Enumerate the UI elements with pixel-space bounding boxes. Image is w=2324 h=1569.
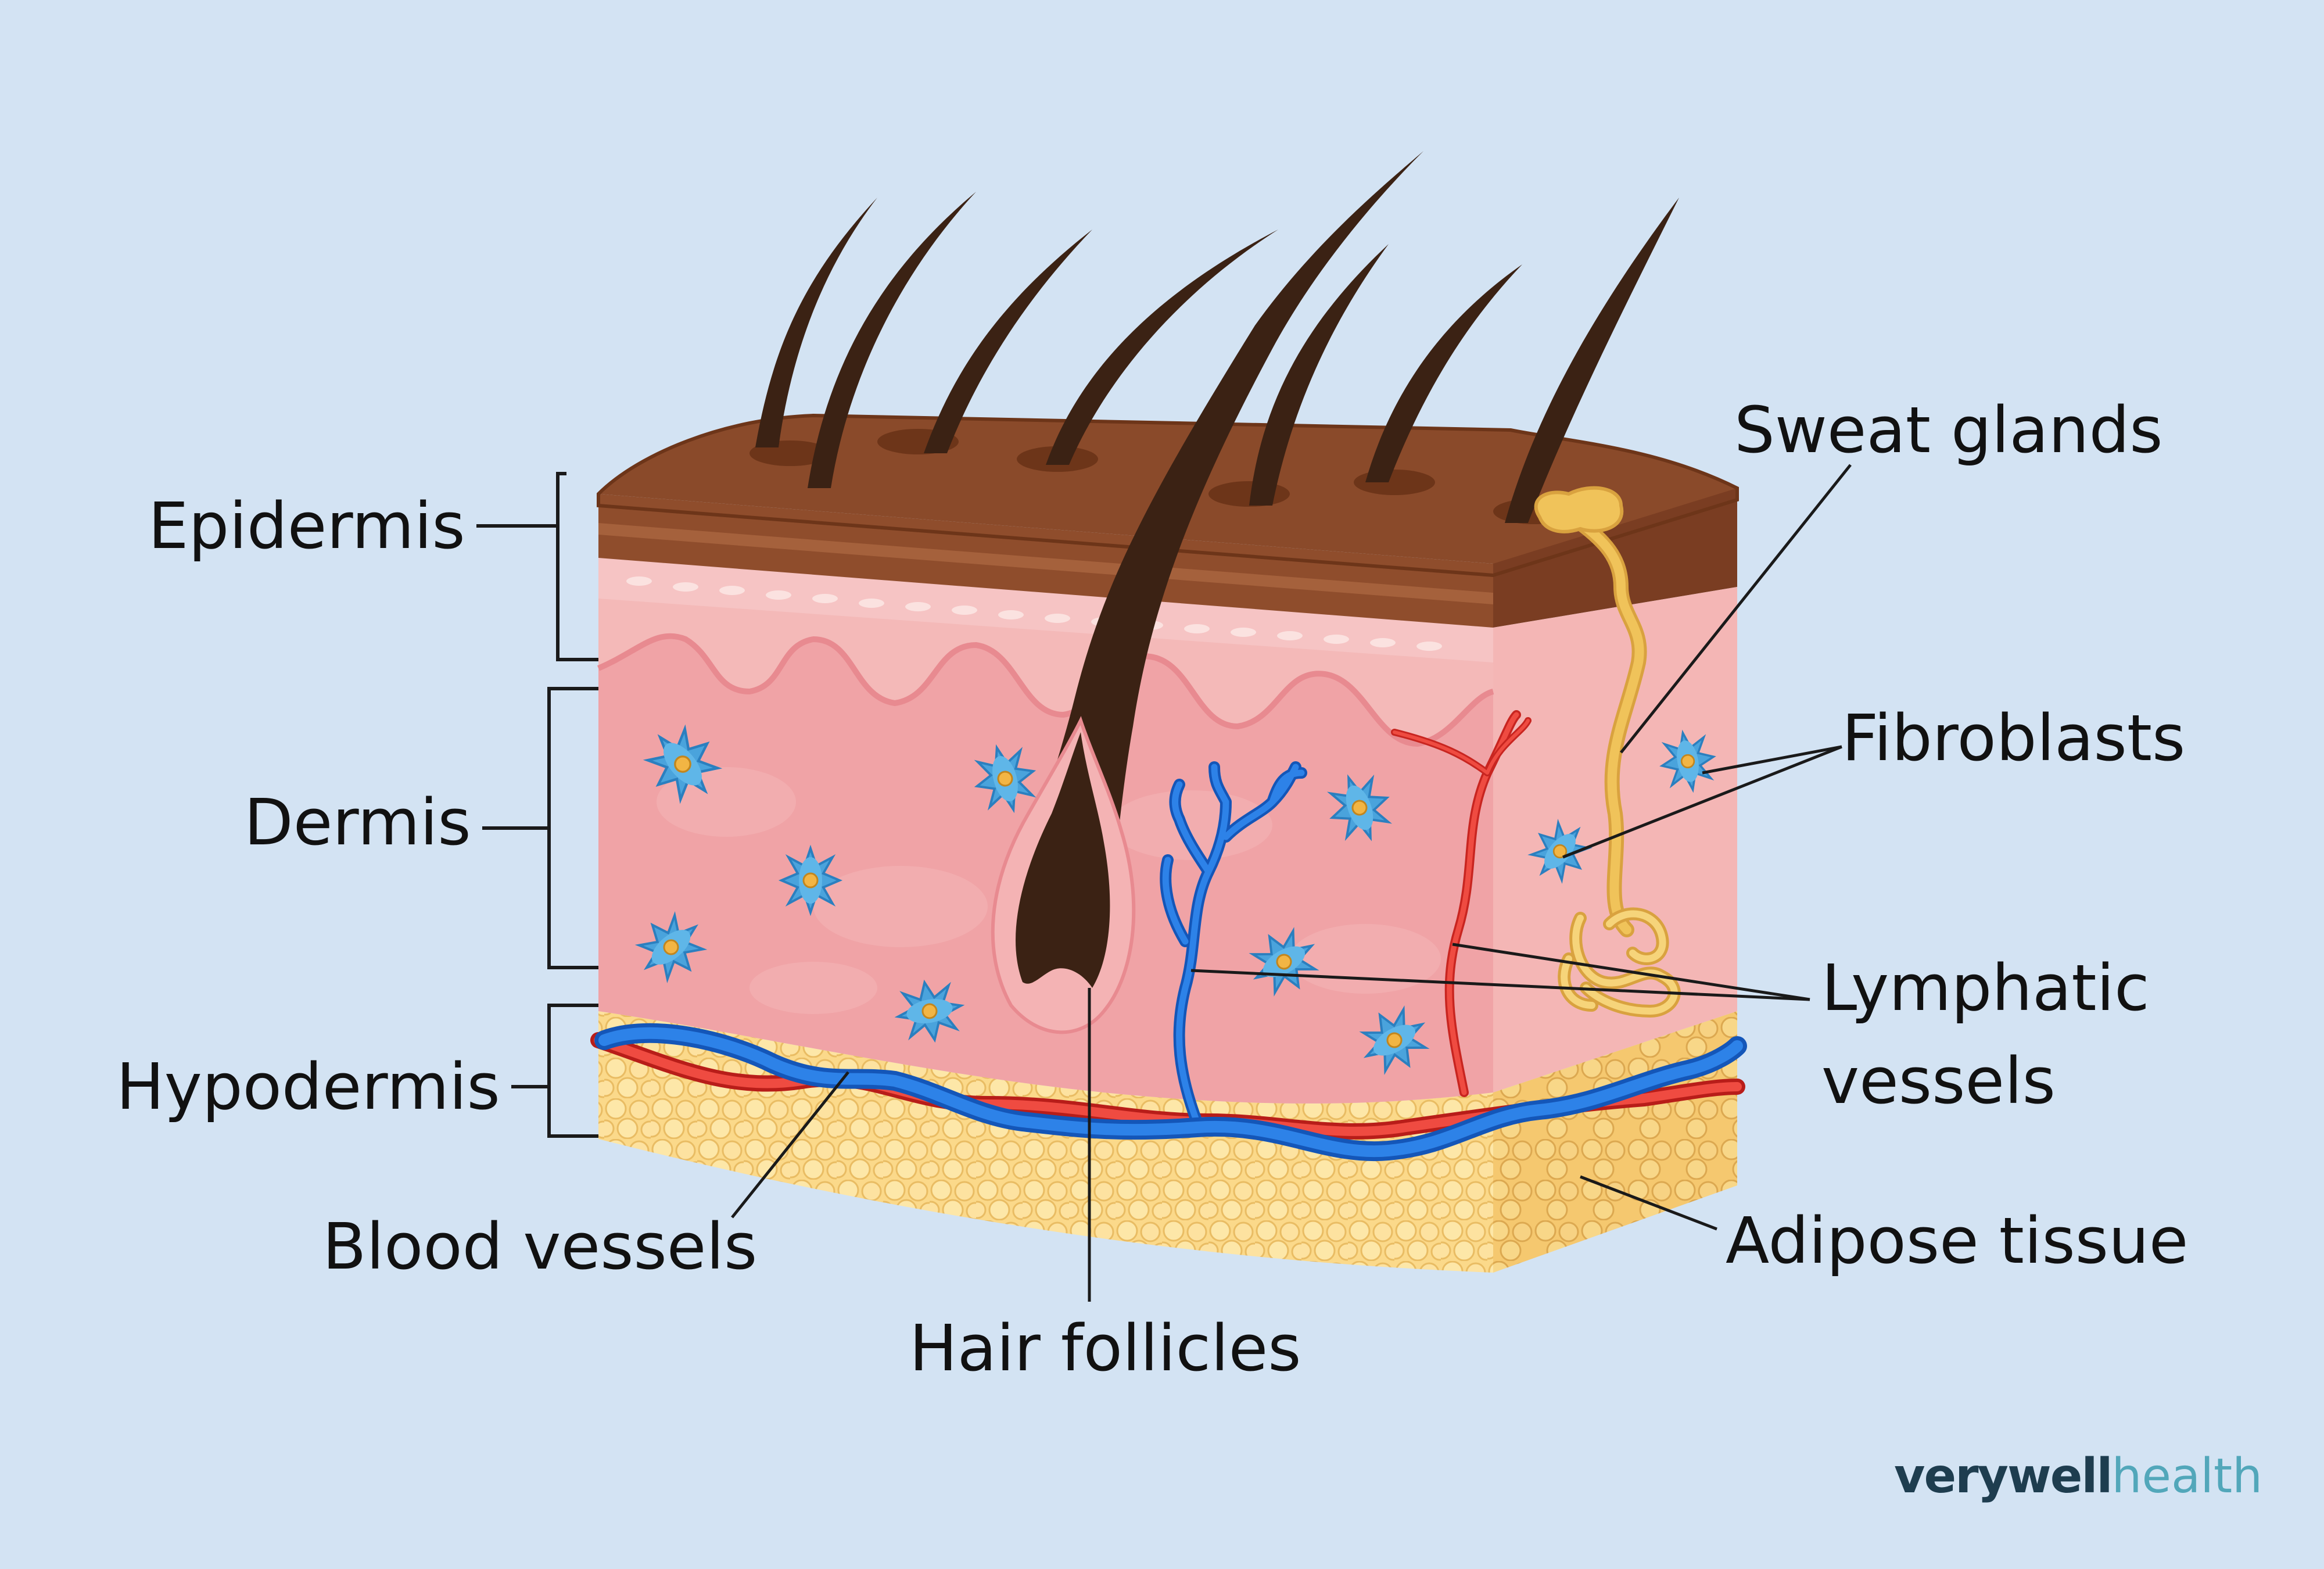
label-epidermis: Epidermis [148,489,465,563]
label-sweat-glands: Sweat glands [1734,393,2163,467]
label-dermis: Dermis [244,785,471,859]
brand-name-bold: verywell [1894,1449,2113,1504]
label-hair-follicles: Hair follicles [909,1311,1301,1385]
label-hypodermis: Hypodermis [116,1049,500,1124]
brand-name-light: health [2111,1449,2263,1504]
pointer-lines [731,464,1852,1302]
lymphatic-vessels [594,761,1747,1162]
label-blood-vessels: Blood vessels [322,1209,758,1284]
label-fibroblasts: Fibroblasts [1842,701,2186,775]
main-hair-shaft [1016,151,1423,988]
label-lymphatic-vessels-line1: Lymphatic [1821,951,2150,1025]
brand-logo: verywellhealth [1894,1453,2262,1500]
label-lymphatic-vessels-line2: vessels [1821,1044,2056,1118]
layer-brackets [476,472,598,1138]
hair-strands [755,192,1679,523]
label-adipose-tissue: Adipose tissue [1726,1203,2189,1278]
sweat-gland [1558,515,1681,1018]
